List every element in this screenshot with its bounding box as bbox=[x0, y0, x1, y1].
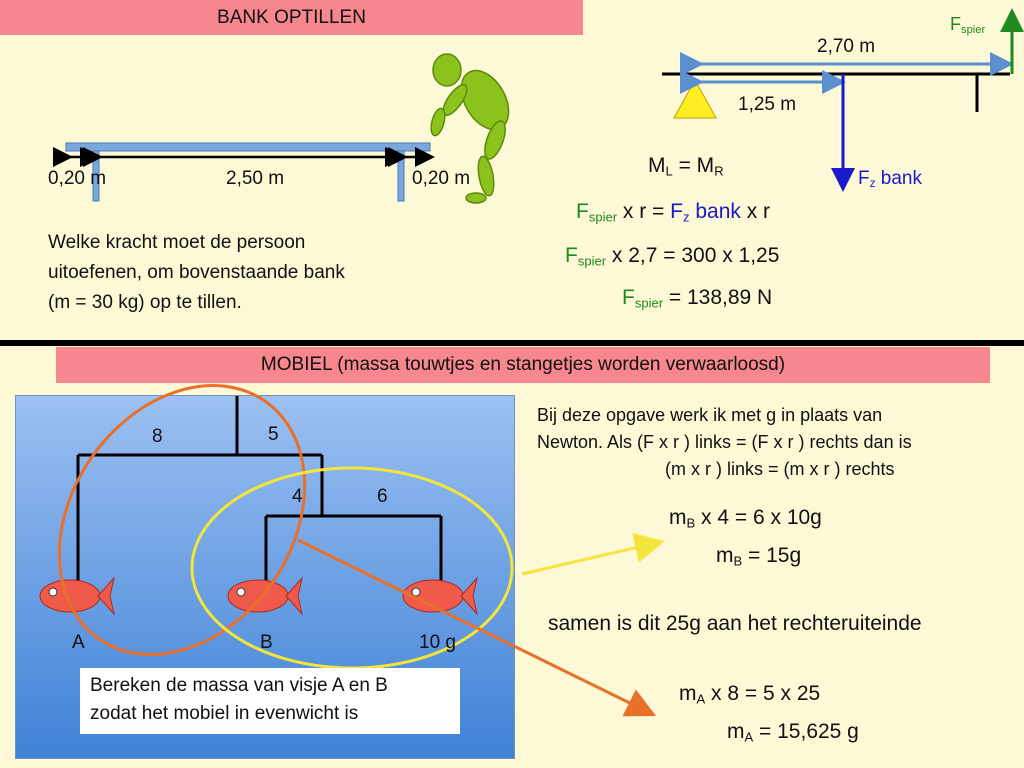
fish-a-label: A bbox=[72, 632, 85, 653]
banner-title: BANK OPTILLEN bbox=[217, 6, 366, 28]
banner-bank-optillen: BANK OPTILLEN bbox=[0, 0, 583, 35]
explanation-line: Newton. Als (F x r ) links = (F x r ) re… bbox=[537, 432, 912, 452]
orange-ellipse bbox=[57, 384, 307, 656]
fish-c-label: 10 g bbox=[419, 632, 456, 653]
eq-moment: ML = MR bbox=[648, 154, 724, 179]
orange-arrow bbox=[297, 538, 657, 717]
question-mobile: Bereken de massa van visje A en B zodat … bbox=[80, 668, 460, 734]
arm-top-right: 5 bbox=[268, 424, 279, 445]
calc-b-1: mB x 4 = 6 x 10g bbox=[669, 506, 822, 531]
explanation-line: Bij deze opgave werk ik met g in plaats … bbox=[537, 405, 883, 425]
arm-top-left: 8 bbox=[152, 426, 163, 447]
banner-title: MOBIEL (massa touwtjes en stangetjes wor… bbox=[260, 354, 786, 375]
dim-middle: 2,50 m bbox=[226, 168, 285, 189]
eq-values: Fspier x 2,7 = 300 x 1,25 bbox=[565, 244, 780, 269]
fish-a bbox=[39, 576, 115, 616]
dim-left: 0,20 m bbox=[48, 168, 107, 189]
calc-a-1: mA x 8 = 5 x 25 bbox=[679, 682, 821, 707]
f-z-bank-label: Fz bank bbox=[858, 168, 922, 190]
fish-c bbox=[402, 576, 478, 616]
section-divider bbox=[0, 340, 1024, 346]
dim-right: 0,20 m bbox=[412, 168, 471, 189]
calc-total: samen is dit 25g aan het rechteruiteinde bbox=[548, 612, 922, 635]
lever-diagram bbox=[662, 8, 1024, 192]
arm-lower-left: 4 bbox=[292, 486, 303, 507]
lever-long-dim: 2,70 m bbox=[817, 36, 876, 57]
yellow-arrow bbox=[521, 533, 665, 576]
question-line: (m = 30 kg) op te tillen. bbox=[48, 292, 242, 313]
eq-result: Fspier = 138,89 N bbox=[622, 286, 773, 311]
eq-general: Fspier x r = Fz bank x r bbox=[576, 200, 771, 225]
fish-b bbox=[227, 576, 303, 616]
question-line: Bereken de massa van visje A en B bbox=[90, 675, 388, 696]
calc-a-2: mA = 15,625 g bbox=[727, 720, 859, 745]
question-line: Welke kracht moet de persoon bbox=[48, 232, 306, 253]
explanation-line: (m x r ) links = (m x r ) rechts bbox=[665, 459, 895, 479]
question-bench: Welke kracht moet de persoon uitoefenen,… bbox=[48, 228, 345, 318]
question-line: zodat het mobiel in evenwicht is bbox=[90, 703, 359, 724]
calc-b-2: mB = 15g bbox=[716, 544, 802, 569]
explanation: Bij deze opgave werk ik met g in plaats … bbox=[537, 402, 912, 483]
banner-mobiel: MOBIEL (massa touwtjes en stangetjes wor… bbox=[56, 347, 990, 383]
f-spier-label: Fspier bbox=[950, 14, 986, 36]
question-line: uitoefenen, om bovenstaande bank bbox=[48, 262, 345, 283]
fish-b-label: B bbox=[260, 632, 273, 653]
lever-short-dim: 1,25 m bbox=[738, 94, 797, 115]
arm-lower-right: 6 bbox=[377, 486, 388, 507]
person-figure bbox=[430, 53, 510, 204]
bench bbox=[53, 142, 435, 202]
